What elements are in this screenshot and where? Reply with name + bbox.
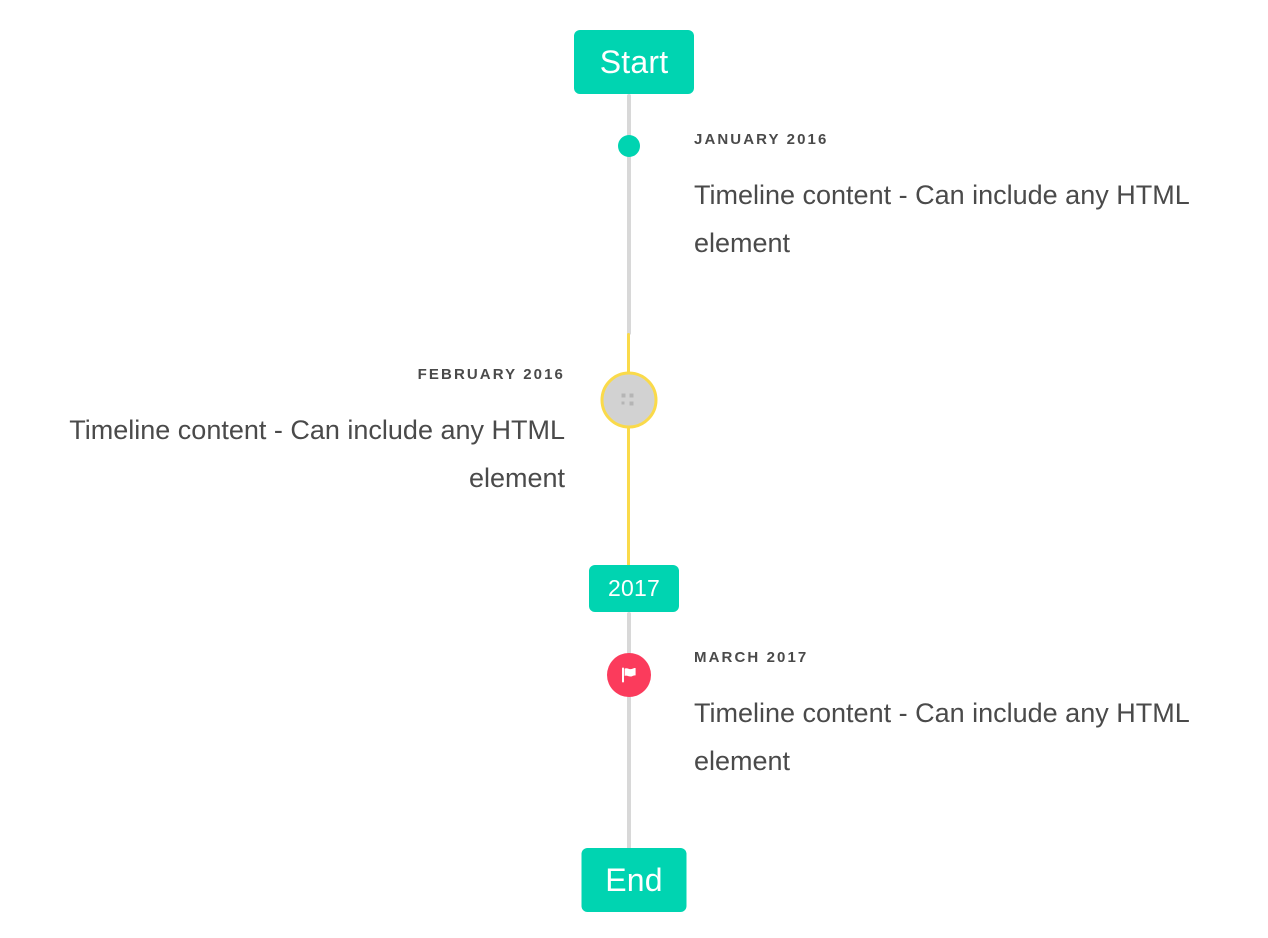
timeline-marker-image-placeholder[interactable] <box>600 371 658 429</box>
flag-icon <box>622 667 636 683</box>
timeline-item-february-2016: FEBRUARY 2016 Timeline content - Can inc… <box>40 366 565 502</box>
timeline-item-text: Timeline content - Can include any HTML … <box>694 698 1189 777</box>
timeline-item-date: MARCH 2017 <box>694 649 809 666</box>
timeline-axis-segment-accent <box>627 333 630 566</box>
timeline-item-text: Timeline content - Can include any HTML … <box>69 415 565 494</box>
timeline-item-march-2017: MARCH 2017 Timeline content - Can includ… <box>694 649 1224 785</box>
timeline-year-badge[interactable]: 2017 <box>589 565 679 612</box>
timeline-axis-segment-bottom <box>627 612 631 852</box>
timeline-item-text: Timeline content - Can include any HTML … <box>694 180 1189 259</box>
timeline-marker-flag[interactable] <box>607 653 651 697</box>
timeline-axis-segment-top <box>627 94 631 335</box>
timeline-marker-dot[interactable] <box>618 135 640 157</box>
timeline-end-badge[interactable]: End <box>581 848 687 912</box>
timeline-start-badge[interactable]: Start <box>574 30 694 94</box>
broken-image-icon <box>621 393 633 405</box>
timeline-item-date: JANUARY 2016 <box>694 131 829 148</box>
timeline-item-date: FEBRUARY 2016 <box>417 366 565 383</box>
timeline-item-january-2016: JANUARY 2016 Timeline content - Can incl… <box>694 131 1224 267</box>
